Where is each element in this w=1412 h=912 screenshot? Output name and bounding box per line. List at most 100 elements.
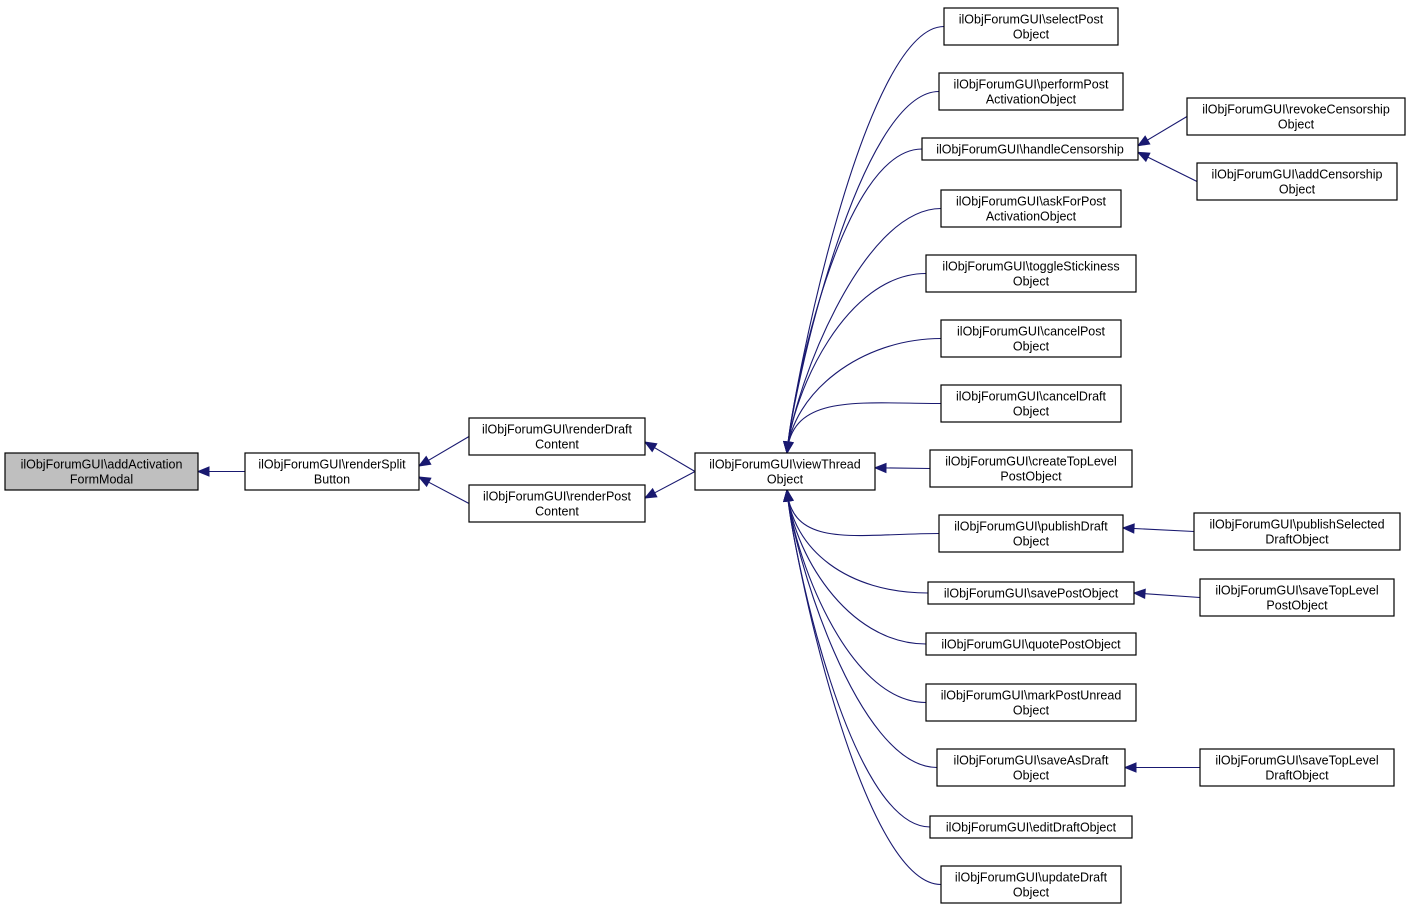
edge-save-post-object-to-view-thread-object: [786, 489, 929, 594]
node-label-line: ilObjForumGUI\saveTopLevel: [1215, 754, 1378, 768]
node-label-line: PostObject: [1266, 599, 1328, 613]
node-label-line: ilObjForumGUI\viewThread: [709, 458, 860, 472]
node-label-line: ilObjForumGUI\renderPost: [483, 490, 631, 504]
edge-save-as-draft-object-to-view-thread-object: [786, 489, 938, 769]
edge-publish-draft-object-to-view-thread-object: [786, 489, 940, 537]
arrowhead: [643, 487, 658, 499]
node-box: [694, 452, 876, 491]
arrowhead: [1136, 151, 1151, 163]
node-box: [940, 384, 1122, 423]
arrowhead: [783, 440, 794, 455]
node-label-line: ilObjForumGUI\editDraftObject: [946, 821, 1117, 835]
node-label-line: Object: [1013, 340, 1050, 354]
node-label-line: Content: [535, 438, 579, 452]
node-label-line: FormModal: [70, 473, 133, 487]
node-label-line: ilObjForumGUI\publishDraft: [954, 520, 1108, 534]
node-handle-censorship[interactable]: ilObjForumGUI\handleCensorship: [921, 137, 1139, 161]
edge-select-post-object-to-view-thread-object: [786, 25, 945, 454]
node-label-line: Object: [1279, 183, 1316, 197]
node-label-line: ilObjForumGUI\revokeCensorship: [1202, 103, 1390, 117]
node-label-line: ActivationObject: [986, 210, 1077, 224]
node-label-line: ilObjForumGUI\saveTopLevel: [1215, 584, 1378, 598]
edge-quote-post-object-to-view-thread-object: [786, 489, 927, 645]
node-label-line: ActivationObject: [986, 93, 1077, 107]
edge-cancel-draft-object-to-view-thread-object: [786, 402, 942, 454]
node-label-line: ilObjForumGUI\askForPost: [956, 195, 1107, 209]
arrowhead: [1136, 135, 1151, 147]
node-label-line: DraftObject: [1265, 533, 1329, 547]
edge-handle-censorship-to-view-thread-object: [786, 148, 923, 454]
edge-update-draft-object-to-view-thread-object: [786, 489, 942, 886]
node-label-line: ilObjForumGUI\renderDraft: [482, 423, 633, 437]
node-box: [936, 748, 1126, 787]
node-label-line: ilObjForumGUI\createTopLevel: [945, 455, 1117, 469]
node-box: [925, 632, 1137, 656]
arrowhead: [873, 462, 887, 474]
node-label-line: ilObjForumGUI\saveAsDraft: [954, 754, 1109, 768]
node-box: [925, 683, 1137, 722]
node-label-line: Object: [1013, 886, 1050, 900]
node-label-line: Content: [535, 505, 579, 519]
node-box: [938, 514, 1124, 553]
node-label-line: ilObjForumGUI\selectPost: [959, 13, 1104, 27]
node-box: [927, 581, 1135, 605]
arrowhead: [1121, 523, 1135, 534]
edges-layer: [196, 25, 1201, 886]
node-box: [1193, 512, 1401, 551]
edge-publish-selected-draft-object-to-publish-draft-object: [1122, 527, 1195, 533]
node-label-line: ilObjForumGUI\markPostUnread: [941, 689, 1122, 703]
node-label-line: ilObjForumGUI\toggleStickiness: [942, 260, 1119, 274]
node-perform-post-activation-object[interactable]: ilObjForumGUI\performPostActivationObjec…: [938, 72, 1124, 111]
arrowhead: [643, 441, 658, 453]
edge-cancel-post-object-to-view-thread-object: [786, 337, 942, 454]
node-box: [1196, 162, 1398, 201]
node-save-post-object[interactable]: ilObjForumGUI\savePostObject: [927, 581, 1135, 605]
edge-ask-for-post-activation-object-to-view-thread-object: [786, 207, 942, 454]
arrowhead: [417, 476, 432, 488]
node-label-line: ilObjForumGUI\cancelDraft: [956, 390, 1107, 404]
arrowhead: [196, 466, 210, 477]
nodes-layer: ilObjForumGUI\addActivationFormModalilOb…: [4, 7, 1406, 904]
arrowhead: [417, 455, 432, 467]
node-label-line: DraftObject: [1265, 769, 1329, 783]
node-label-line: ilObjForumGUI\savePostObject: [944, 587, 1119, 601]
node-label-line: Object: [1013, 704, 1050, 718]
node-box: [921, 137, 1139, 161]
node-label-line: ilObjForumGUI\performPost: [954, 78, 1109, 92]
node-box: [943, 7, 1119, 46]
node-edit-draft-object[interactable]: ilObjForumGUI\editDraftObject: [929, 815, 1133, 839]
node-box: [1199, 578, 1395, 617]
arrowhead: [783, 488, 794, 503]
node-box: [940, 189, 1122, 228]
node-label-line: Object: [1278, 118, 1315, 132]
node-label-line: ilObjForumGUI\updateDraft: [955, 871, 1108, 885]
node-label-line: ilObjForumGUI\renderSplit: [258, 458, 406, 472]
node-label-line: PostObject: [1000, 470, 1062, 484]
node-quote-post-object[interactable]: ilObjForumGUI\quotePostObject: [925, 632, 1137, 656]
node-box: [468, 484, 646, 523]
node-box: [940, 319, 1122, 358]
node-label-line: Object: [1013, 275, 1050, 289]
node-label-line: ilObjForumGUI\addActivation: [21, 458, 183, 472]
